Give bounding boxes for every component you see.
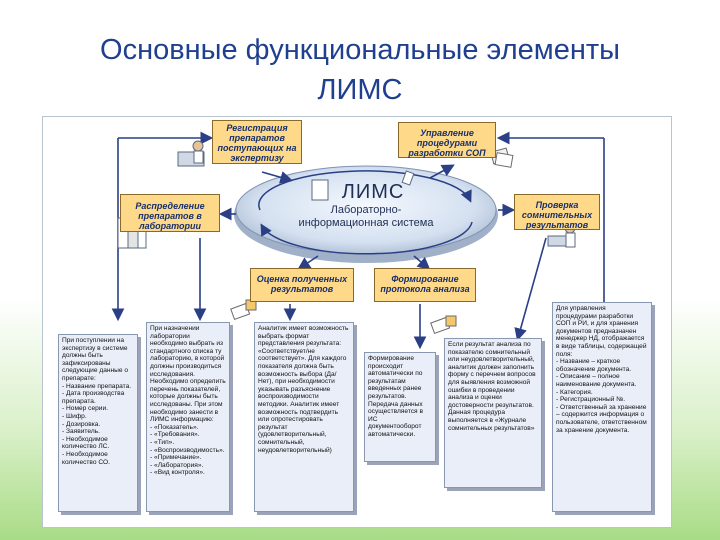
note-distribution: При назначении лаборатории необходимо вы…	[146, 322, 230, 512]
doctor-at-desk-icon	[177, 140, 205, 167]
box-registration: Регистрация препаратов поступающих на эк…	[212, 120, 302, 164]
core-subtitle: Лабораторно- информационная система	[278, 204, 454, 230]
note-protocol: Формирование происходит автоматически по…	[364, 352, 436, 462]
connector-doubtful-note	[514, 237, 547, 342]
connector-core-protocol	[413, 255, 431, 271]
clipboard-icon	[311, 170, 415, 201]
connector-core-sop	[429, 164, 455, 179]
slide-title: Основные функциональные элементы ЛИМС	[0, 30, 720, 110]
core-subtitle-line2: информационная система	[298, 217, 434, 229]
box-protocol: Формирование протокола анализа	[374, 268, 476, 302]
box-evaluation: Оценка полученных результатов	[250, 268, 354, 302]
core-subtitle-line1: Лабораторно-	[330, 204, 402, 216]
note-evaluation: Аналитик имеет возможность выбрать форма…	[254, 322, 354, 512]
core-ring-arrow-1	[258, 170, 472, 211]
note-registration: При поступлении на экспертизу в системе …	[58, 334, 138, 512]
connector-core-evaluation	[297, 255, 319, 270]
note-sop: Для управления процедурами разработки СО…	[552, 302, 652, 512]
slide-title-line2: ЛИМС	[317, 74, 403, 106]
box-distribution: Распределение препаратов в лаборатории	[120, 194, 220, 232]
core-ring-arrow-2	[260, 221, 473, 255]
papers-icon	[230, 299, 257, 321]
core-title: ЛИМС	[341, 181, 405, 203]
note-doubtful: Если результат анализа по показателю сом…	[444, 338, 542, 488]
slide-title-line1: Основные функциональные элементы	[100, 34, 620, 66]
connector-registration-core	[261, 171, 294, 184]
box-sop: Управление процедурами разработки СОП	[398, 122, 496, 158]
paper-sheets-icon	[430, 315, 457, 335]
box-doubtful: Проверка сомнительных результатов	[514, 194, 600, 230]
